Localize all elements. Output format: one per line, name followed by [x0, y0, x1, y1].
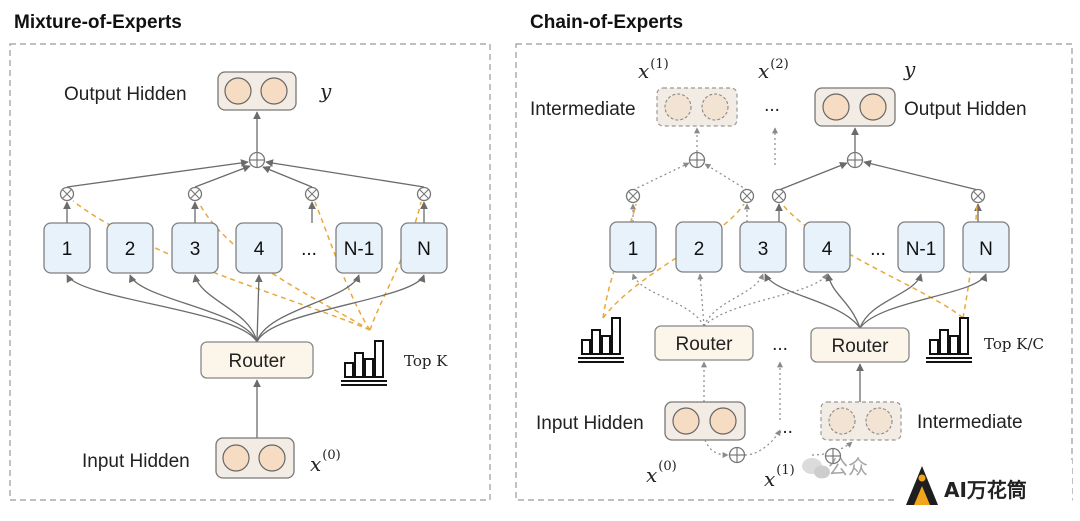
coe-x1-var: x(1) [638, 57, 669, 83]
coe-input-label: Input Hidden [536, 413, 644, 434]
moe-mul-node-3 [187, 186, 203, 202]
moe-frame [9, 43, 491, 501]
coe-expert-1: 1 [609, 221, 657, 273]
moe-mul-node-n [416, 186, 432, 202]
moe-expert-2-label: 2 [125, 239, 136, 260]
coe-expert-n-1: N-1 [897, 221, 945, 273]
coe-mul-node-3a [739, 188, 755, 204]
moe-panel: Mixture-of-Experts Output Hidden y [9, 12, 491, 501]
coe-top-dots: ... [764, 95, 780, 116]
coe-topk-label: Top K/C [984, 335, 1044, 353]
moe-expert-n: N [400, 222, 448, 274]
moe-expert-4: 4 [235, 222, 283, 274]
moe-expert-1: 1 [43, 222, 91, 274]
moe-router: Router [200, 341, 314, 379]
moe-expert-2: 2 [106, 222, 154, 274]
coe-expert-4-label: 4 [822, 239, 833, 260]
coe-x0-var: x(0) [646, 459, 677, 487]
coe-expert-n: N [962, 221, 1010, 273]
moe-expert-3-label: 3 [190, 239, 201, 260]
coe-expert-n-label: N [979, 239, 993, 260]
coe-x1b-var: x(1) [764, 463, 795, 491]
coe-x2-var: x(2) [758, 57, 789, 83]
coe-router-2-label: Router [831, 336, 889, 357]
moe-histogram-icon [340, 340, 388, 386]
moe-router-label: Router [228, 351, 286, 372]
coe-output-hidden-box [814, 87, 896, 127]
brand-text: AI万花筒 [944, 478, 1027, 502]
coe-router-1: Router [654, 325, 754, 361]
coe-expert-n-1-label: N-1 [906, 239, 937, 260]
coe-expert-3-label: 3 [758, 239, 769, 260]
moe-output-hidden-box [217, 71, 297, 111]
moe-title: Mixture-of-Experts [14, 12, 182, 33]
coe-panel: Chain-of-Experts x(1) x(2) y Intermediat… [515, 12, 1073, 501]
moe-expert-n-1: N-1 [335, 222, 383, 274]
wechat-watermark: 公众 [802, 456, 868, 479]
coe-expert-4: 4 [803, 221, 851, 273]
moe-expert-1-label: 1 [62, 239, 73, 260]
wechat-text: 公众 [828, 456, 868, 479]
coe-expert-ellipsis: ... [870, 239, 886, 260]
coe-router-dots: ... [772, 334, 788, 355]
coe-input-hidden-box [664, 401, 746, 441]
coe-expert-1-label: 1 [628, 239, 639, 260]
coe-residual-sum-1 [728, 446, 746, 464]
coe-sum-node-2 [846, 151, 864, 169]
moe-sum-node [248, 151, 266, 169]
coe-router-1-label: Router [675, 334, 733, 355]
moe-mul-node-4 [304, 186, 320, 202]
moe-input-var: x(0) [310, 448, 341, 476]
brand-watermark: AI万花筒 [896, 460, 1072, 510]
coe-mul-node-1 [625, 188, 641, 204]
coe-intermediate-bottom-box [820, 401, 902, 441]
moe-expert-n-1-label: N-1 [344, 239, 375, 260]
moe-output-label: Output Hidden [64, 84, 187, 105]
coe-sum-node-1 [688, 151, 706, 169]
wechat-icon [802, 458, 830, 479]
coe-histogram-right-icon [925, 317, 973, 363]
coe-y-var: y [903, 57, 916, 81]
moe-mul-node-1 [59, 186, 75, 202]
moe-topk-label: Top K [404, 352, 448, 370]
coe-intermediate-top-label: Intermediate [530, 99, 636, 120]
coe-expert-3: 3 [739, 221, 787, 273]
moe-expert-3: 3 [171, 222, 219, 274]
moe-expert-ellipsis: ... [301, 239, 317, 260]
moe-output-var: y [319, 79, 332, 103]
coe-bottom-dots: ... [777, 417, 793, 438]
coe-router-2: Router [810, 327, 910, 363]
coe-expert-2-label: 2 [694, 239, 705, 260]
coe-mul-node-n [970, 188, 986, 204]
coe-frame [515, 43, 1073, 501]
coe-expert-row: 1 2 3 4 ... N-1 N [609, 221, 1010, 273]
coe-output-label: Output Hidden [904, 99, 1027, 120]
coe-mul-node-3b [771, 188, 787, 204]
moe-input-hidden-box [215, 437, 295, 479]
brand-logo-icon [906, 466, 938, 505]
moe-expert-row: 1 2 3 4 ... N-1 N [43, 222, 448, 274]
moe-expert-4-label: 4 [254, 239, 265, 260]
moe-expert-n-label: N [417, 239, 431, 260]
moe-input-label: Input Hidden [82, 451, 190, 472]
coe-histogram-left-icon [577, 317, 625, 363]
coe-intermediate-bottom-label: Intermediate [917, 412, 1023, 433]
coe-intermediate-top-box [656, 87, 738, 127]
coe-expert-2: 2 [675, 221, 723, 273]
coe-title: Chain-of-Experts [530, 12, 683, 33]
